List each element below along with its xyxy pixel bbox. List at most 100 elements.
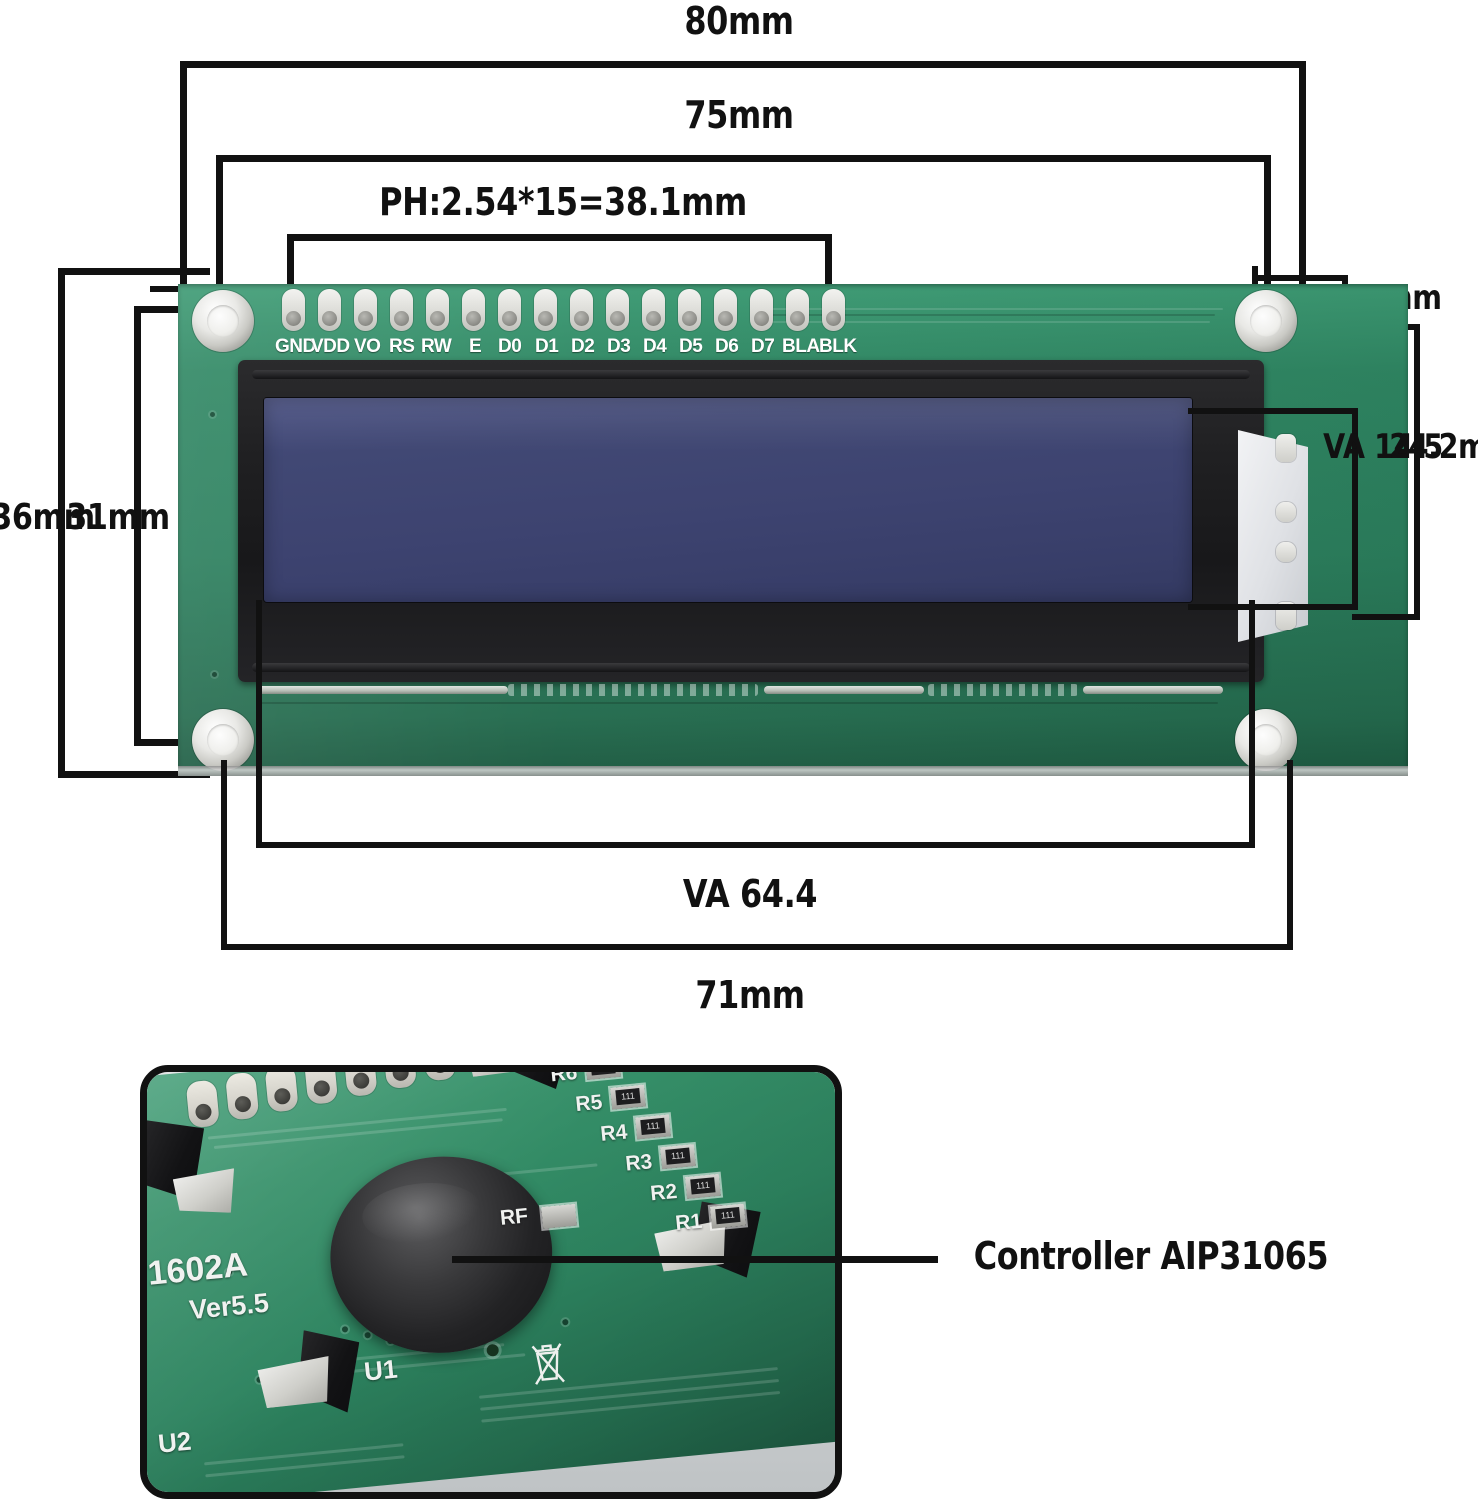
header-pad [318,289,341,331]
callout-label-controller: Controller AIP31065 [973,1234,1329,1278]
bracket-pitch-top [287,234,832,241]
header-pad [642,289,665,331]
bracket-pitch-right-leg [825,234,832,304]
bracket-va-width-right-leg [1249,600,1255,848]
pin-label-d7: D7 [751,336,775,357]
resistor-r5: 111 [610,1084,647,1110]
mount-hole-bottom-left [192,709,254,771]
pcb-solder-dots [928,684,1078,696]
lcd-viewing-area [264,398,1192,602]
lcd-module-photo: GND VDD VO RS RW E D0 D1 D2 D3 D4 D5 D6 … [178,284,1408,776]
pin-label-d6: D6 [715,336,739,357]
resistor-code: 111 [615,1088,641,1106]
bracket-80mm-left-leg [180,61,187,291]
bracket-va-height-bottom [1188,604,1358,610]
side-pad [1276,542,1296,562]
pin-label-d2: D2 [571,336,595,357]
resistor-r3: 111 [659,1144,696,1170]
resistor-code: 111 [640,1117,666,1136]
bezel-groove-top [252,370,1250,379]
bracket-va-height-right-leg [1352,408,1358,610]
header-pad [822,289,845,331]
pcb-via [210,412,215,417]
dim-label-board-bottom-width: 71mm [695,973,805,1017]
silk-r4: R4 [599,1120,629,1146]
header-pad [714,289,737,331]
resistor-r4: 111 [635,1114,671,1140]
pin-label-vdd: VDD [311,336,350,357]
pcb-trace [770,321,1210,323]
resistor-r2: 111 [684,1173,721,1199]
pin-label-bla: BLA [782,336,820,357]
pin-label-d4: D4 [643,336,667,357]
weee-symbol-icon [531,1343,565,1385]
inset-header-pad [303,1072,339,1105]
bracket-31mm-left-leg [134,306,141,746]
pcb-solder-strip [1083,686,1223,694]
header-pad [570,289,593,331]
bracket-71mm-right-leg [1287,760,1293,950]
pin-label-vo: VO [354,336,381,357]
bracket-71mm-bottom [221,944,1293,950]
resistor-rf [541,1203,578,1229]
resistor-code: 0 [590,1072,616,1076]
pcb-solder-strip [258,686,508,694]
pin-label-d0: D0 [498,336,522,357]
bezel-groove-bottom [252,663,1250,672]
silk-r3: R3 [624,1150,654,1176]
pin-label-rw: RW [421,336,452,357]
side-pad [1276,434,1296,462]
pin-label-e: E [469,336,482,357]
bracket-80mm-top [180,61,1306,68]
pcb-trace [763,308,1223,310]
header-pad [750,289,773,331]
side-pad [1276,502,1296,522]
pin-label-gnd: GND [275,336,316,357]
dim-label-bezel-height: 24.2mm [1389,427,1478,467]
silk-u1: U1 [362,1353,399,1387]
silk-r5: R5 [574,1090,604,1117]
resistor-r1: 111 [709,1203,746,1229]
controller-closeup-inset: 0 111 111 111 111 111 R6 R5 R4 R3 R2 R1 … [140,1065,842,1499]
dim-label-view-area-width: VA 64.4 [682,872,818,916]
dim-label-pin-header-pitch: PH:2.54*15=38.1mm [379,180,747,224]
resistor-code: 111 [715,1207,741,1225]
header-pad [390,289,413,331]
pin-label-d3: D3 [607,336,631,357]
dim-label-view-area-height: VA 14.5 [1323,427,1443,467]
bracket-71mm-left-leg [221,760,227,950]
inset-header-pad [225,1072,260,1121]
bracket-3mm-top [1252,275,1348,281]
inset-pcb: 0 111 111 111 111 111 R6 R5 R4 R3 R2 R1 … [147,1072,835,1492]
header-pad [534,289,557,331]
mount-hole-bottom-right [1235,709,1297,771]
header-pad [282,289,305,331]
dim-label-mount-hole-width: 75mm [684,93,794,137]
pcb-trace [763,314,1215,316]
pcb-solder-strip [764,686,924,694]
inset-header-pad [264,1072,299,1113]
resistor-code: 111 [690,1177,716,1195]
mount-hole-top-right [1235,290,1297,352]
pcb-bottom-edge [178,766,1408,776]
dim-label-overall-width: 80mm [684,0,794,43]
bracket-75mm-left-leg [216,155,223,300]
silk-r1: R1 [674,1209,704,1236]
dim-label-overall-height: 36mm [0,497,95,538]
silk-rf: RF [498,1204,530,1230]
chip-highlight [359,1178,485,1249]
bracket-bezel-height-bottom [1352,614,1420,620]
pcb-via [212,672,217,677]
bracket-va-width-left-leg [256,600,262,848]
pin-label-d5: D5 [679,336,703,357]
bracket-36mm-bottom [58,771,210,778]
pin-label-blk: BLK [819,336,857,357]
header-pad [606,289,629,331]
silk-u2: U2 [156,1425,193,1459]
bracket-75mm-top [216,155,1271,162]
header-pad [678,289,701,331]
silk-r2: R2 [649,1179,679,1206]
bracket-pitch-left-leg [287,234,294,304]
bracket-80mm-right-leg [1299,61,1306,330]
